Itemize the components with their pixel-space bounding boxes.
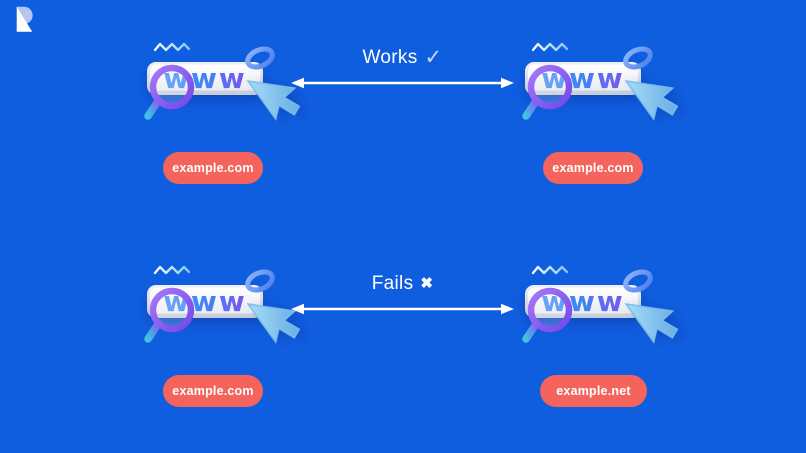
halo-ring-icon	[245, 269, 275, 293]
cursor-icon	[624, 303, 679, 344]
cursor-icon	[624, 80, 679, 121]
fails-label-text: Fails	[371, 273, 414, 294]
zigzag-decoration	[153, 265, 191, 275]
www-address-bar-illustration: www	[522, 265, 679, 344]
domain-pill: example.com	[543, 152, 643, 184]
halo-ring-icon	[623, 46, 653, 70]
domain-pill: example.com	[163, 152, 263, 184]
www-address-bar-illustration: www	[144, 42, 301, 121]
double-arrow	[291, 77, 514, 89]
double-arrow	[291, 303, 514, 315]
halo-ring-icon	[245, 46, 275, 70]
domain-pill: example.net	[540, 375, 647, 407]
magnifier-icon	[522, 287, 573, 343]
zigzag-decoration	[531, 265, 569, 275]
www-address-bar-illustration: www	[144, 265, 301, 344]
cross-icon: ✖	[420, 275, 434, 292]
works-connector: Works ✓	[290, 46, 515, 90]
halo-ring-icon	[623, 269, 653, 293]
magnifier-icon	[522, 64, 573, 120]
domain-pill: example.com	[163, 375, 263, 407]
works-label-text: Works	[362, 47, 418, 68]
arrowhead-left	[291, 303, 304, 315]
fails-status-label: Fails ✖	[290, 272, 515, 296]
arrowhead-right	[501, 77, 514, 89]
fails-connector: Fails ✖	[290, 272, 515, 316]
magnifier-icon	[144, 287, 195, 343]
arrowhead-right	[501, 303, 514, 315]
works-status-label: Works ✓	[290, 46, 515, 70]
brand-logo	[16, 6, 33, 32]
cursor-icon	[246, 303, 301, 344]
cursor-icon	[246, 80, 301, 121]
www-address-bar-illustration: www	[522, 42, 679, 121]
zigzag-decoration	[531, 42, 569, 52]
magnifier-icon	[144, 64, 195, 120]
arrowhead-left	[291, 77, 304, 89]
zigzag-decoration	[153, 42, 191, 52]
check-icon: ✓	[424, 46, 443, 69]
